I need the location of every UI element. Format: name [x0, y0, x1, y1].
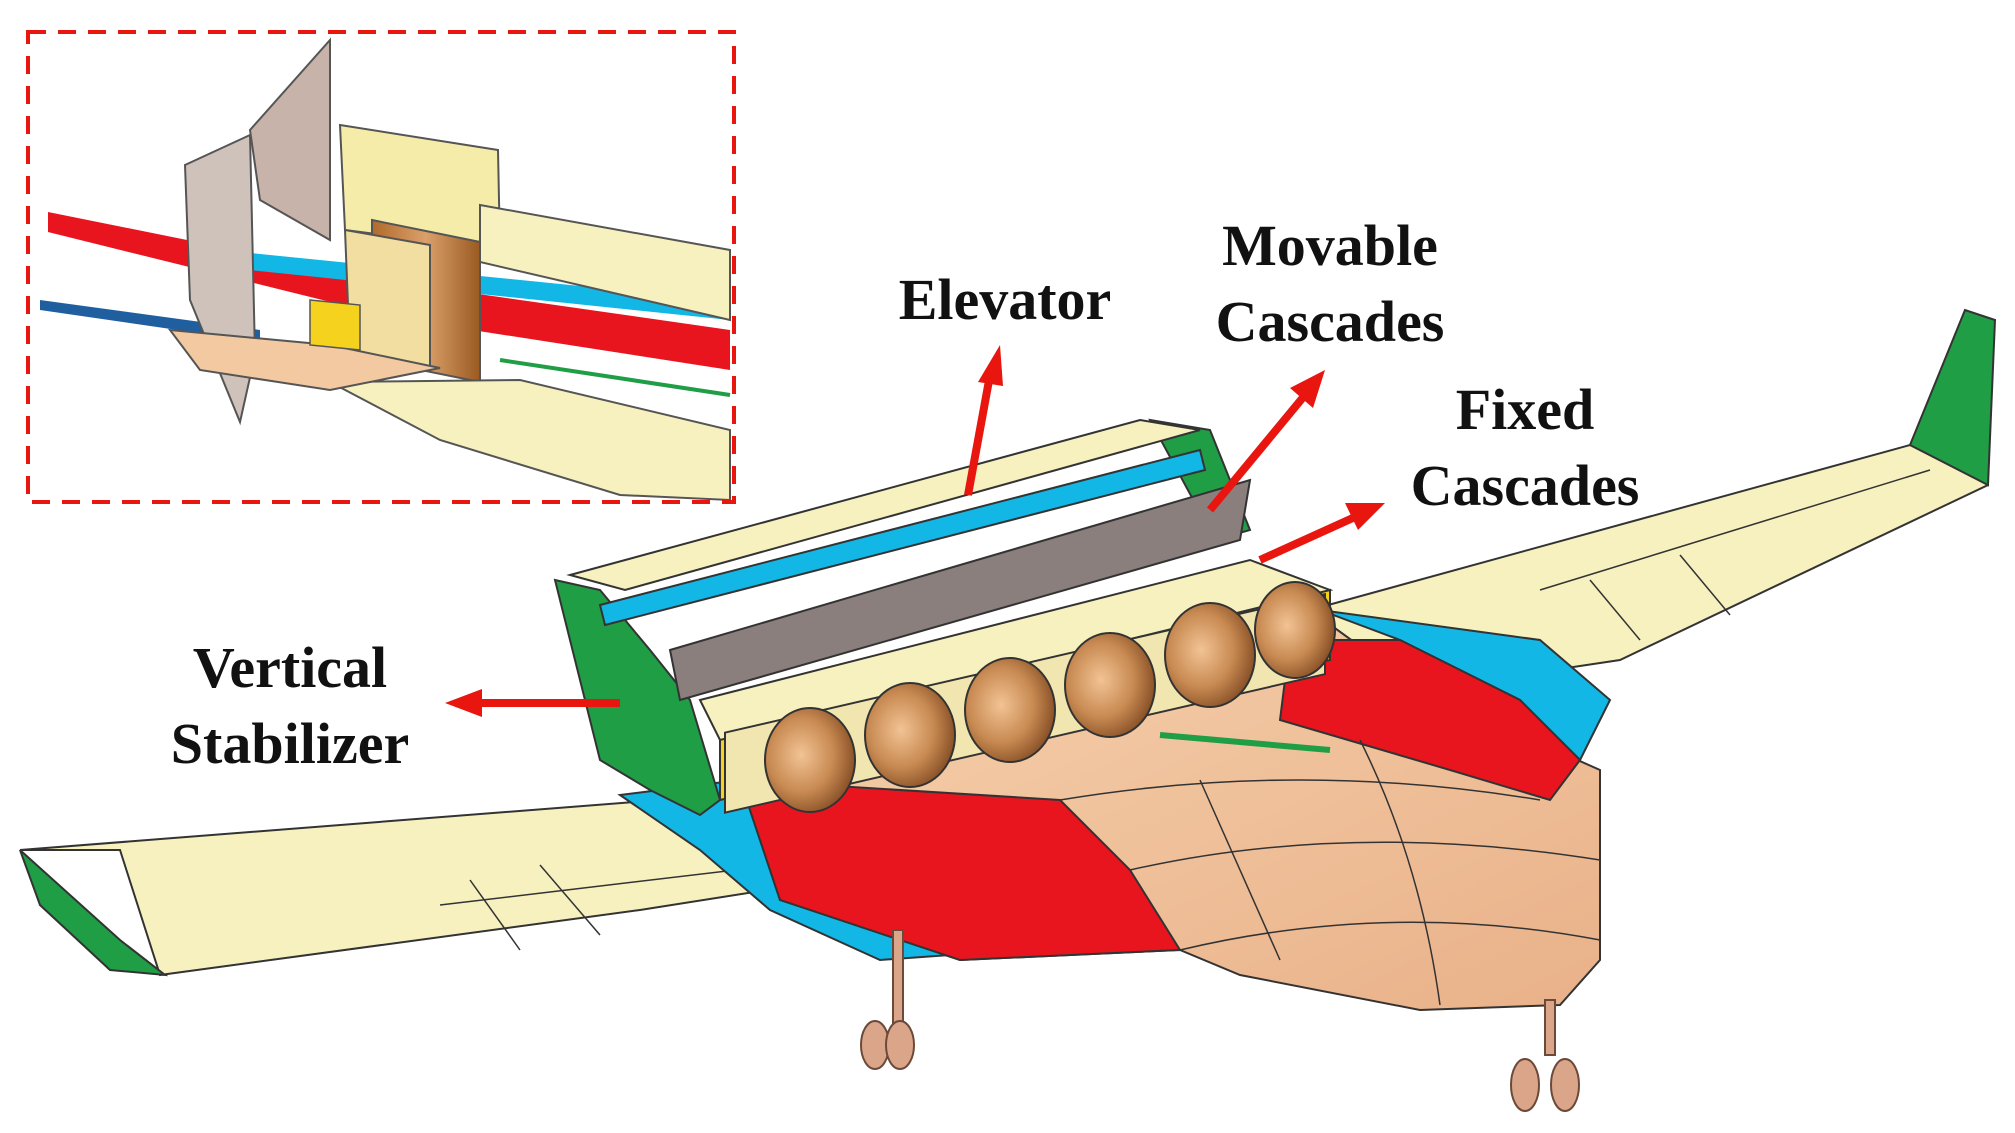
fixed-cascades-label: Fixed Cascades — [1380, 372, 1670, 524]
vertical-stabilizer-arrow — [445, 689, 620, 717]
duct-3 — [964, 657, 1056, 763]
body-panel-lines — [1059, 732, 1601, 1006]
fixed-cascades-label-line1: Fixed — [1455, 377, 1595, 442]
inset-aircraft-detail — [40, 37, 731, 502]
fixed-cascades — [698, 558, 1334, 742]
movable-cascades-label: Movable Cascades — [1185, 208, 1475, 360]
left-gear-wheel-a — [860, 1020, 890, 1070]
elevator-arrow — [964, 345, 1003, 496]
duct-4 — [1064, 632, 1156, 738]
landing-gear — [860, 929, 1580, 1112]
right-gear-strut — [1544, 999, 1556, 1056]
vertical-stabilizer-label: Vertical Stabilizer — [140, 630, 440, 782]
right-winglet — [1908, 308, 1997, 487]
left-gear-strut — [892, 929, 904, 1031]
duct-row — [724, 581, 1336, 814]
left-gear-wheel-b — [885, 1020, 915, 1070]
main-aircraft — [19, 308, 1997, 1112]
duct-6 — [1254, 581, 1336, 679]
right-red-band — [1278, 639, 1582, 802]
elevator-label-text: Elevator — [898, 267, 1112, 332]
inset-lower-wing — [329, 378, 731, 502]
movable-cascades — [668, 478, 1252, 702]
inset-upper-wing — [479, 203, 731, 322]
movable-cascades-arrow — [1206, 370, 1325, 513]
inset-yellow-bay — [309, 299, 361, 351]
right-gear-wheel-a — [1510, 1058, 1540, 1112]
vertical-stabilizer-label-line2: Stabilizer — [170, 711, 410, 776]
movable-cascades-label-line1: Movable — [1222, 213, 1438, 278]
movable-cascades-label-line2: Cascades — [1215, 289, 1445, 354]
right-gear-wheel-b — [1550, 1058, 1580, 1112]
elevator-label: Elevator — [880, 262, 1130, 338]
inset-border — [26, 30, 736, 504]
inset-body — [167, 328, 441, 392]
inset-detail-view — [26, 30, 736, 504]
duct-1 — [764, 707, 856, 813]
duct-2 — [864, 682, 956, 788]
elevator-cyan-edge — [598, 448, 1207, 627]
inset-green-line — [499, 358, 731, 397]
inset-fin-left — [183, 133, 257, 426]
vertical-stabilizer-label-line1: Vertical — [192, 635, 388, 700]
inset-fin-right — [248, 37, 331, 242]
elevator — [566, 418, 1201, 592]
fixed-cascades-arrow — [1258, 503, 1385, 564]
fixed-cascades-label-line2: Cascades — [1410, 453, 1640, 518]
duct-5 — [1164, 602, 1256, 708]
left-winglet — [19, 849, 169, 977]
callout-arrows — [445, 345, 1385, 717]
